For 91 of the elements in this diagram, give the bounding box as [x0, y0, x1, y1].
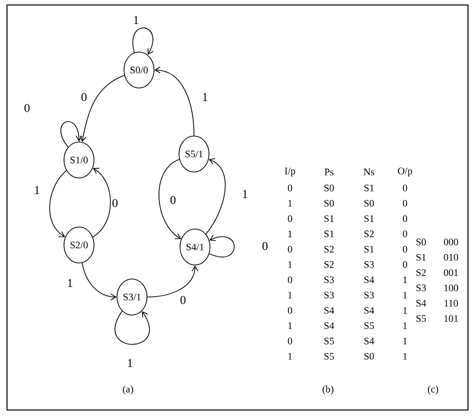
table-cell: S5 — [416, 315, 426, 322]
edge-label: 0 — [262, 242, 268, 250]
table-cell: S5 — [364, 322, 374, 330]
arrow — [154, 66, 194, 136]
table-cell: 1 — [403, 307, 407, 314]
table-cell: 1 — [403, 322, 407, 329]
arrow — [132, 28, 154, 55]
table-cell: 0 — [402, 230, 408, 238]
table-cell: 001 — [444, 269, 458, 276]
edge-label: 1 — [128, 359, 132, 367]
arrow — [147, 265, 198, 298]
table-cell: 0 — [402, 184, 408, 192]
table-cell: 0 — [402, 261, 408, 268]
column-header: Ps — [324, 168, 334, 176]
table-cell: S3 — [324, 292, 334, 298]
arrow — [114, 310, 150, 345]
table-cell: S1 — [416, 254, 426, 261]
table-cell: S4 — [364, 338, 374, 344]
table-cell: S0 — [364, 200, 374, 207]
table-cell: S3 — [416, 284, 426, 292]
table-cell: S5 — [324, 352, 334, 360]
table-cell: S2 — [364, 230, 374, 238]
edge-label: 1 — [203, 93, 208, 101]
table-cell: 0 — [288, 338, 292, 344]
edge-label: 0 — [24, 104, 30, 112]
table-cell: 0 — [402, 200, 408, 207]
table-cell: S1 — [364, 246, 374, 253]
table-cell: S1 — [324, 215, 334, 222]
panel-label: (b) — [322, 385, 334, 395]
table-cell: S0 — [324, 200, 334, 207]
column-header: Ns — [364, 168, 374, 176]
table-cell: 010 — [444, 254, 458, 261]
arrow — [82, 262, 117, 300]
column-header: I/p — [284, 168, 296, 176]
table-cell: 0 — [288, 184, 292, 192]
table-cell: S4 — [364, 276, 374, 284]
table-cell: S1 — [324, 230, 334, 238]
panel-label: (c) — [428, 385, 438, 395]
arrow — [206, 158, 226, 234]
table-cell: 1 — [403, 292, 407, 298]
table-cell: S1 — [364, 215, 374, 222]
table-cell: 1 — [288, 230, 292, 238]
table-cell: S4 — [364, 307, 374, 314]
table-cell: 1 — [403, 353, 407, 360]
table-cell: S1 — [364, 184, 374, 192]
panel-label: (a) — [122, 385, 134, 395]
table-cell: 1 — [403, 276, 407, 284]
table-cell: S2 — [324, 261, 334, 268]
column-header: O/p — [398, 168, 412, 176]
table-cell: S4 — [324, 307, 334, 314]
table-cell: S4 — [324, 322, 334, 330]
edge-label: 1 — [68, 279, 72, 287]
arrow — [49, 170, 67, 238]
table-cell: 1 — [288, 200, 292, 207]
table-cell: 0 — [288, 307, 292, 314]
table-cell: S2 — [416, 269, 426, 276]
table-cell: S0 — [364, 352, 374, 360]
edge-label: 0 — [112, 198, 118, 208]
arrow — [208, 234, 235, 258]
table-cell: 0 — [288, 246, 292, 253]
table-cell: S0 — [416, 238, 426, 246]
table-cell: 000 — [444, 238, 458, 246]
table-cell: S5 — [324, 338, 334, 344]
table-cell: 1 — [403, 338, 407, 344]
edge-label: 1 — [134, 16, 138, 24]
table-cell: S3 — [364, 292, 374, 298]
table-cell: 100 — [444, 284, 458, 292]
table-cell: 1 — [288, 322, 292, 329]
table-cell: 0 — [288, 215, 292, 222]
table-cell: 0 — [402, 215, 408, 222]
arrow — [158, 158, 182, 240]
table-cell: S3 — [324, 276, 334, 284]
arrow — [92, 168, 111, 238]
table-cell: S0 — [324, 184, 334, 192]
table-cell: 1 — [288, 292, 292, 298]
table-cell: S4 — [416, 300, 426, 307]
table-cell: S3 — [364, 261, 374, 268]
arrow — [80, 74, 125, 142]
table-cell: 101 — [444, 315, 458, 322]
edge-label: 1 — [243, 190, 248, 198]
edge-label: 1 — [35, 186, 40, 194]
arrow — [60, 121, 82, 148]
table-cell: 1 — [288, 261, 292, 268]
table-cell: 0 — [402, 246, 408, 253]
table-cell: S2 — [324, 246, 334, 253]
table-cell: 1 — [288, 353, 292, 360]
edge-label: 0 — [81, 92, 87, 102]
table-cell: 110 — [444, 300, 458, 307]
edge-label: 0 — [170, 196, 176, 204]
table-cell: 0 — [288, 276, 292, 284]
edge-label: 0 — [180, 296, 186, 304]
